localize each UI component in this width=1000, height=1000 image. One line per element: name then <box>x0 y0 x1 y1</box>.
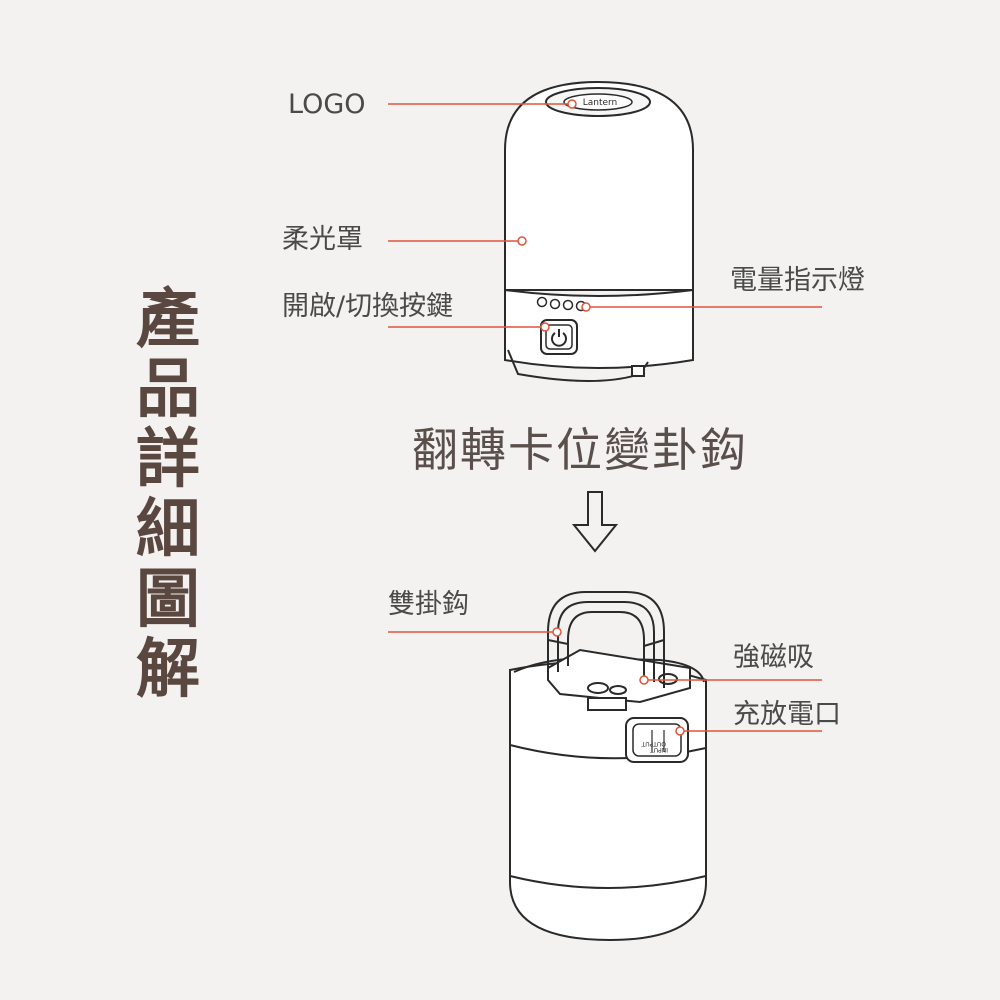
lantern-top-view <box>504 80 694 382</box>
callout-lines <box>388 103 822 732</box>
lantern-bottom-view <box>509 648 707 942</box>
top-logo-text: Lantern <box>583 98 618 108</box>
label-double-hook: 雙掛鈎 <box>388 589 469 620</box>
power-button <box>540 319 578 355</box>
down-arrow-icon <box>571 491 619 553</box>
label-logo: LOGO <box>288 89 366 120</box>
transform-caption: 翻轉卡位變卦鈎 <box>412 423 748 477</box>
port-text-output: OUTPUT <box>641 740 666 747</box>
label-battery-indicator: 電量指示燈 <box>730 265 865 296</box>
label-charge-port: 充放電口 <box>733 699 841 730</box>
label-diffuser: 柔光罩 <box>282 224 363 255</box>
port-text-input: INPUT <box>650 746 668 753</box>
power-icon <box>551 329 567 347</box>
callout-dots <box>517 99 685 736</box>
diffuser-shade <box>504 80 694 291</box>
double-hook <box>547 591 665 688</box>
lantern-base-band <box>504 288 694 369</box>
vertical-title: 產 品 詳 細 圖 解 <box>136 283 200 707</box>
charge-port-panel: OUTPUT INPUT <box>625 717 689 763</box>
label-power-switch: 開啟/切換按鍵 <box>282 291 454 322</box>
label-magnet: 強磁吸 <box>733 642 814 673</box>
